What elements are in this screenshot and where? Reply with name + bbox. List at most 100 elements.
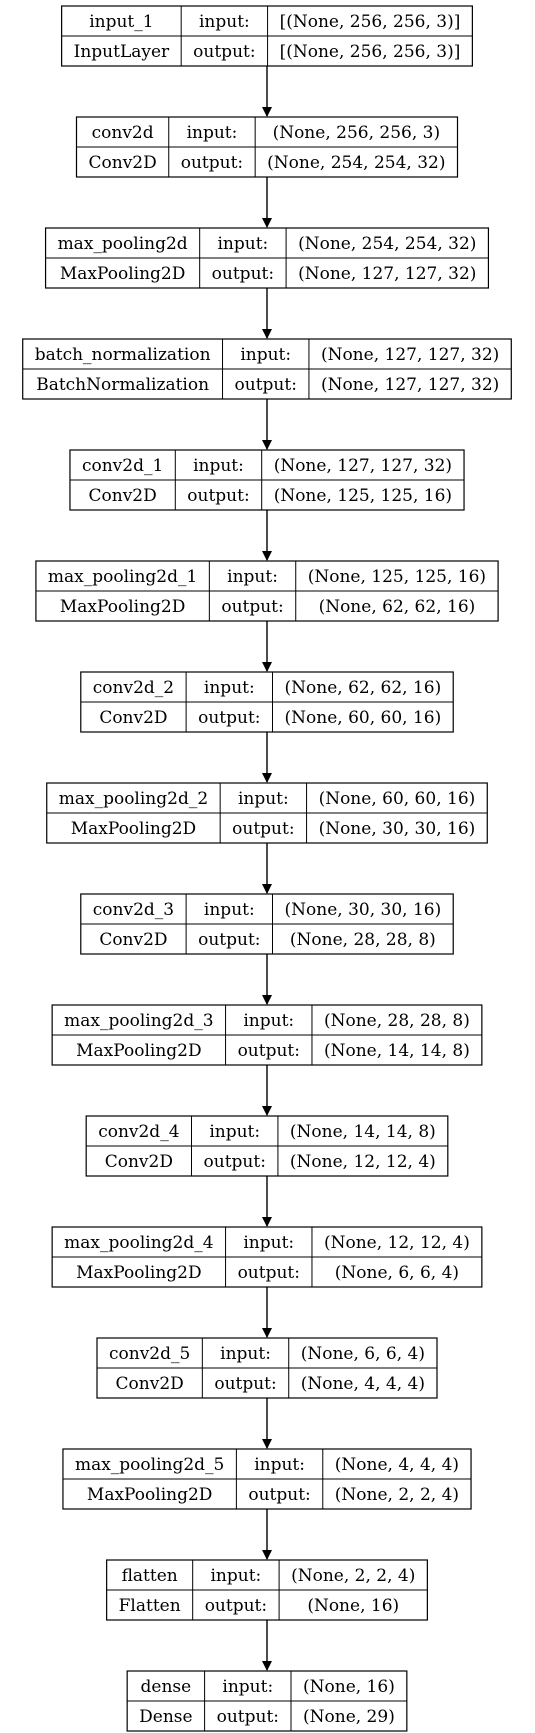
output-shape: (None, 60, 60, 16) xyxy=(285,708,442,728)
input-label: input: xyxy=(240,345,291,365)
input-shape: (None, 16) xyxy=(303,1677,395,1697)
output-label: output: xyxy=(198,708,260,728)
layer-type: MaxPooling2D xyxy=(71,819,197,839)
output-shape: (None, 14, 14, 8) xyxy=(324,1041,470,1061)
output-shape: [(None, 256, 256, 3)] xyxy=(280,42,461,62)
input-label: input: xyxy=(222,1677,273,1697)
output-label: output: xyxy=(212,264,274,284)
layer-type: Conv2D xyxy=(89,486,157,506)
output-shape: (None, 127, 127, 32) xyxy=(298,264,476,284)
layer-name: max_pooling2d_3 xyxy=(64,1011,213,1031)
output-shape: (None, 125, 125, 16) xyxy=(274,486,452,506)
output-label: output: xyxy=(193,42,255,62)
output-shape: (None, 28, 28, 8) xyxy=(290,930,436,950)
layer-type: MaxPooling2D xyxy=(76,1263,202,1283)
input-shape: (None, 60, 60, 16) xyxy=(319,789,476,809)
input-shape: (None, 125, 125, 16) xyxy=(308,567,486,587)
output-shape: (None, 127, 127, 32) xyxy=(321,375,499,395)
output-label: output: xyxy=(204,1152,266,1172)
input-label: input: xyxy=(209,1122,260,1142)
output-label: output: xyxy=(187,486,249,506)
input-shape: (None, 2, 2, 4) xyxy=(291,1566,415,1586)
layer-node: max_pooling2d_2MaxPooling2Dinput:output:… xyxy=(46,782,488,844)
layer-type: Conv2D xyxy=(99,930,167,950)
output-label: output: xyxy=(238,1263,300,1283)
output-label: output: xyxy=(221,597,283,617)
layer-name: dense xyxy=(141,1677,192,1697)
output-shape: (None, 12, 12, 4) xyxy=(290,1152,436,1172)
layer-name: conv2d xyxy=(92,123,154,143)
layer-name: input_1 xyxy=(89,12,153,32)
input-shape: (None, 12, 12, 4) xyxy=(324,1233,470,1253)
output-shape: (None, 30, 30, 16) xyxy=(319,819,476,839)
layer-type: MaxPooling2D xyxy=(76,1041,202,1061)
layer-name: conv2d_5 xyxy=(109,1344,190,1364)
input-label: input: xyxy=(204,678,255,698)
input-label: input: xyxy=(204,900,255,920)
input-shape: (None, 6, 6, 4) xyxy=(301,1344,425,1364)
output-label: output: xyxy=(232,819,294,839)
input-label: input: xyxy=(243,1011,294,1031)
input-label: input: xyxy=(220,1344,271,1364)
input-shape: (None, 127, 127, 32) xyxy=(321,345,499,365)
input-shape: (None, 256, 256, 3) xyxy=(273,123,441,143)
layer-name: batch_normalization xyxy=(35,345,211,365)
input-label: input: xyxy=(254,1455,305,1475)
layer-type: InputLayer xyxy=(74,42,170,62)
output-shape: (None, 62, 62, 16) xyxy=(319,597,476,617)
output-label: output: xyxy=(205,1596,267,1616)
layer-type: MaxPooling2D xyxy=(60,597,186,617)
input-label: input: xyxy=(243,1233,294,1253)
layer-type: MaxPooling2D xyxy=(60,264,186,284)
output-label: output: xyxy=(238,1041,300,1061)
output-label: output: xyxy=(235,375,297,395)
layer-name: max_pooling2d xyxy=(58,234,188,254)
input-shape: (None, 4, 4, 4) xyxy=(335,1455,459,1475)
input-shape: (None, 14, 14, 8) xyxy=(290,1122,436,1142)
input-shape: (None, 28, 28, 8) xyxy=(324,1011,470,1031)
layer-name: conv2d_2 xyxy=(93,678,174,698)
layer-type: Flatten xyxy=(119,1596,181,1616)
output-label: output: xyxy=(248,1485,310,1505)
output-label: output: xyxy=(214,1374,276,1394)
input-label: input: xyxy=(227,567,278,587)
output-label: output: xyxy=(198,930,260,950)
layer-type: Conv2D xyxy=(116,1374,184,1394)
input-shape: (None, 62, 62, 16) xyxy=(285,678,442,698)
layer-node: max_pooling2d_4MaxPooling2Dinput:output:… xyxy=(51,1226,483,1288)
layer-name: flatten xyxy=(122,1566,178,1586)
output-shape: (None, 254, 254, 32) xyxy=(267,153,445,173)
input-label: input: xyxy=(217,234,268,254)
layer-type: BatchNormalization xyxy=(36,375,209,395)
layer-name: conv2d_1 xyxy=(82,456,163,476)
output-label: output: xyxy=(181,153,243,173)
layer-name: conv2d_3 xyxy=(93,900,174,920)
input-shape: (None, 254, 254, 32) xyxy=(298,234,476,254)
layer-name: conv2d_4 xyxy=(98,1122,179,1142)
output-shape: (None, 4, 4, 4) xyxy=(301,1374,425,1394)
layer-type: Conv2D xyxy=(89,153,157,173)
input-shape: (None, 127, 127, 32) xyxy=(274,456,452,476)
layer-name: max_pooling2d_1 xyxy=(48,567,197,587)
input-label: input: xyxy=(193,456,244,476)
layer-node: max_pooling2d_5MaxPooling2Dinput:output:… xyxy=(62,1448,472,1510)
output-shape: (None, 6, 6, 4) xyxy=(335,1263,459,1283)
layer-type: Dense xyxy=(139,1707,192,1727)
input-label: input: xyxy=(211,1566,262,1586)
input-label: input: xyxy=(199,12,250,32)
layer-type: MaxPooling2D xyxy=(87,1485,213,1505)
